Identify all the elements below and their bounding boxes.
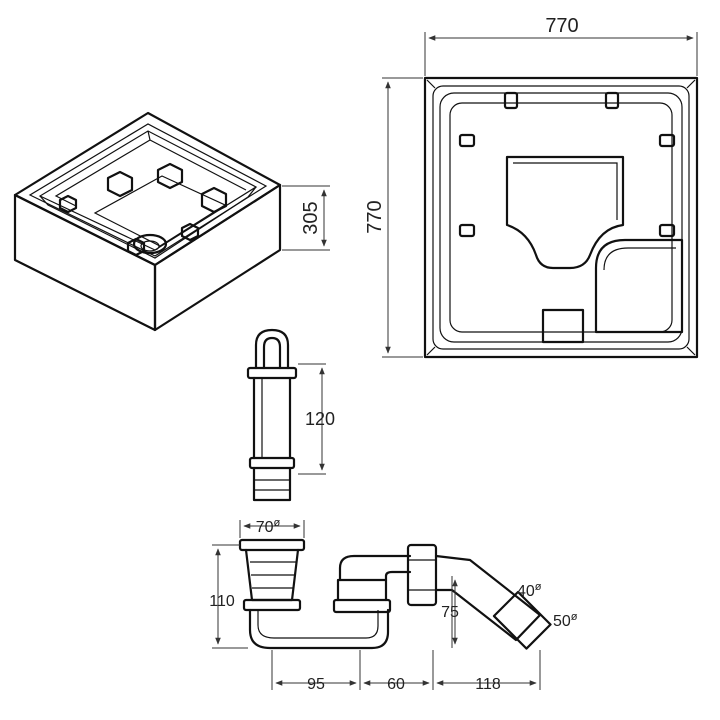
trap-flange	[238, 538, 306, 552]
top-corner-marks	[426, 79, 696, 356]
top-depth-dimension: 770	[364, 77, 423, 358]
riser-pipe	[246, 328, 298, 502]
trap-outlet-height-label: 75	[441, 604, 459, 621]
trap-outlet-height-dimension: 75	[441, 576, 459, 648]
trap-inner-diameter-label: 40ø	[517, 581, 542, 600]
iso-side-face	[153, 183, 282, 332]
trap-outer-diameter-label: 50ø	[553, 611, 578, 630]
iso-drain-bowl	[132, 233, 168, 255]
iso-rim-inner-2	[38, 130, 258, 251]
trap-height-dimension: 110	[209, 544, 248, 649]
iso-height-dimension: 305	[282, 185, 330, 251]
top-center-recess	[505, 155, 625, 270]
waste-trap	[238, 538, 552, 650]
trap-angled-outlet	[434, 554, 542, 642]
top-width-label: 770	[545, 15, 578, 37]
trap-diameter-dimension: 70ø	[239, 517, 305, 538]
iso-rim-inner	[28, 123, 268, 257]
isometric-view	[13, 111, 282, 332]
iso-top-rim	[13, 111, 282, 267]
trap-union-nut	[406, 543, 438, 607]
top-drain-area	[594, 238, 684, 334]
top-width-dimension: 770	[424, 15, 698, 76]
iso-tabs	[58, 162, 228, 257]
riser-height-dimension: 120	[298, 363, 335, 475]
trap-width-dimensions: 95 60 118	[271, 650, 541, 693]
trap-outlet-diameters: 40ø 50ø	[517, 581, 578, 630]
trap-bend	[248, 608, 390, 650]
riser-height-label: 120	[305, 409, 335, 429]
iso-floor	[93, 175, 227, 247]
trap-width-right-label: 118	[475, 676, 501, 693]
top-outer-square	[423, 76, 699, 359]
trap-diameter-label: 70ø	[256, 517, 281, 536]
top-view	[423, 76, 699, 359]
trap-height-label: 110	[209, 593, 235, 610]
iso-height-label: 305	[300, 201, 322, 234]
trap-width-left-label: 95	[307, 676, 325, 693]
top-tabs	[458, 91, 676, 238]
top-depth-label: 770	[364, 200, 386, 233]
trap-outlet-sleeve	[492, 590, 552, 650]
trap-width-middle-label: 60	[387, 676, 405, 693]
iso-front-face	[13, 193, 157, 332]
top-front-notch	[541, 308, 585, 344]
